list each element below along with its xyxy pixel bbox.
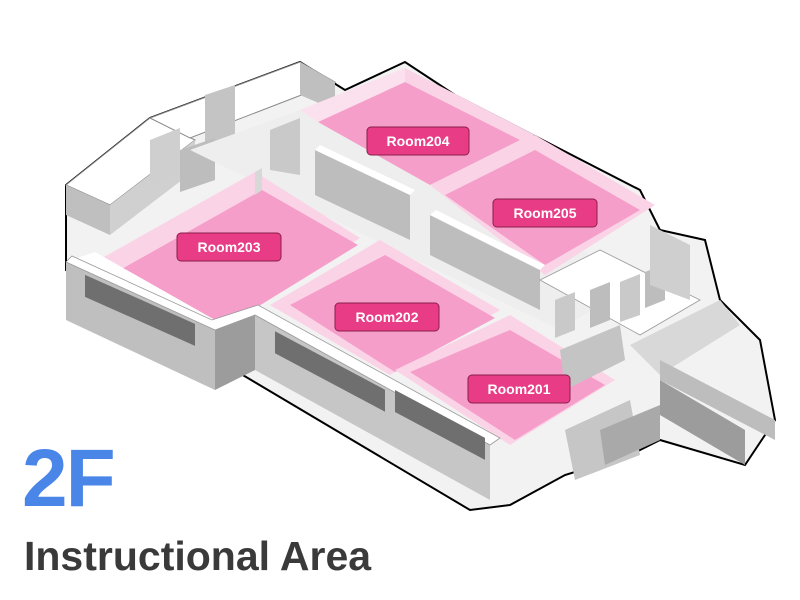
room-label-203-text: Room203 (197, 239, 260, 255)
room-label-201[interactable]: Room201 (467, 374, 571, 404)
room-label-203[interactable]: Room203 (176, 232, 282, 262)
room-label-201-text: Room201 (487, 381, 550, 397)
room-label-205[interactable]: Room205 (492, 198, 598, 228)
room-label-202-text: Room202 (355, 309, 418, 325)
south-exterior-wall (65, 252, 501, 500)
service-block-right (539, 225, 775, 480)
floor-number: 2F (22, 433, 116, 524)
room-label-202[interactable]: Room202 (334, 302, 440, 332)
room-label-204-text: Room204 (386, 133, 449, 149)
room-label-204[interactable]: Room204 (366, 126, 470, 156)
corridor-wall-north (270, 118, 545, 310)
area-title: Instructional Area (24, 533, 372, 579)
room-label-205-text: Room205 (513, 205, 576, 221)
